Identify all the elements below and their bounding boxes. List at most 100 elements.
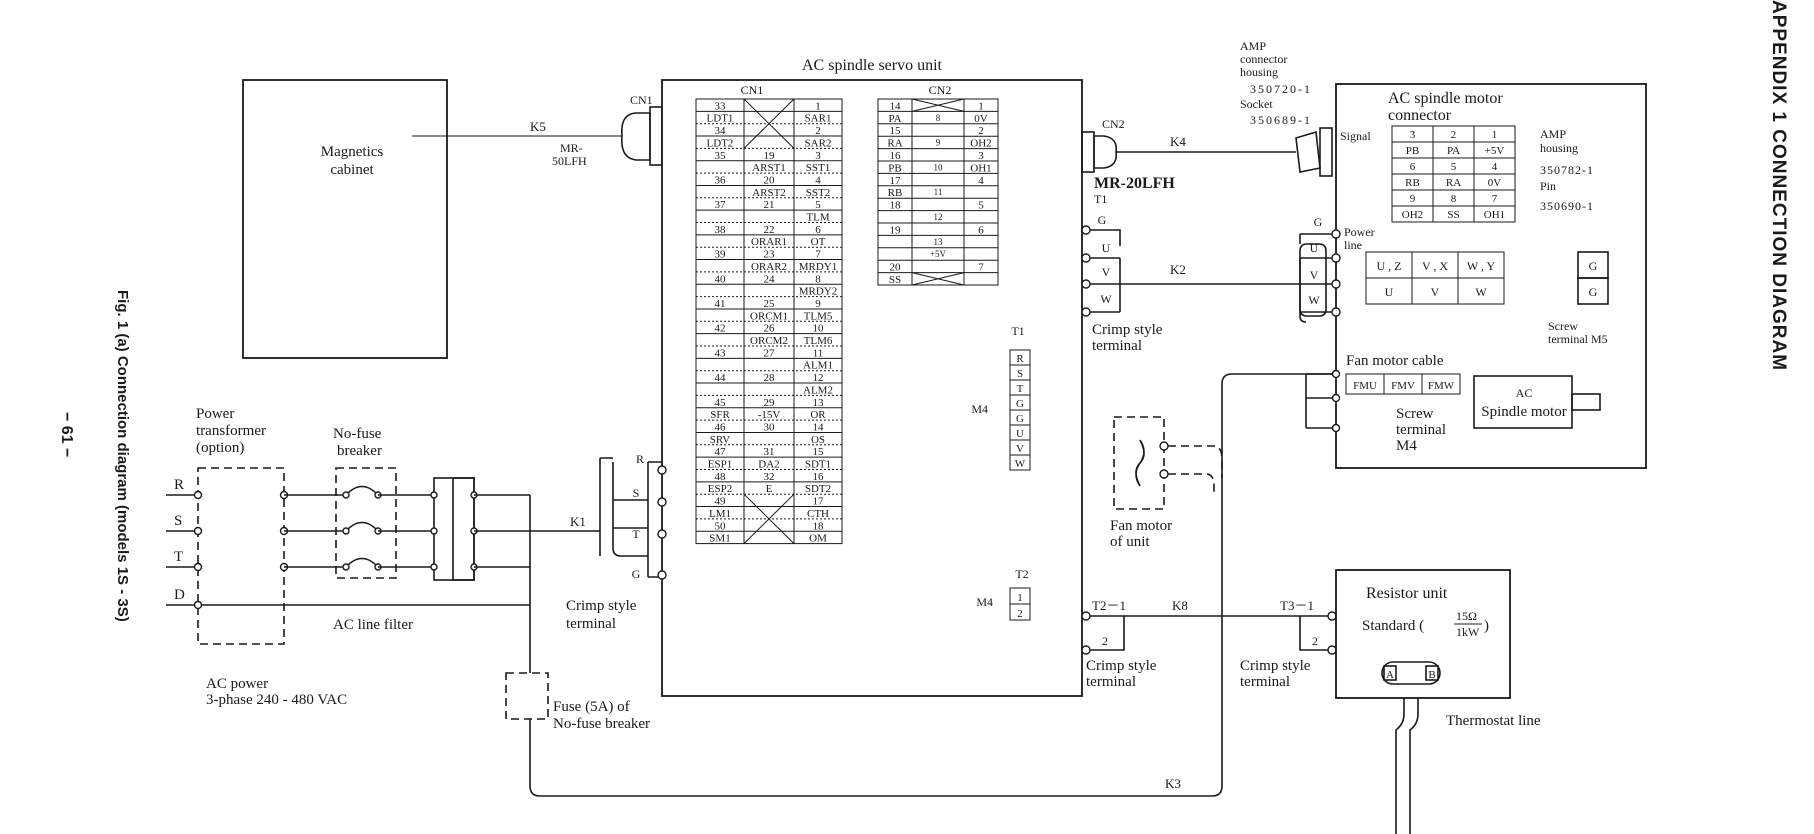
t2-strip-label: T2 [1015, 567, 1028, 581]
signal-pin: 1 [1492, 129, 1498, 141]
signal-pin: PB [1406, 145, 1419, 157]
cn1-pin-c: MRDY1 [799, 261, 838, 273]
cn2-pin-a: RB [888, 187, 903, 199]
signal-pin: 0V [1488, 177, 1502, 189]
cn1-pin-c: SST1 [806, 162, 830, 174]
screw-m5-label-1: Screw [1548, 319, 1578, 333]
cn2-pin-b: 8 [936, 113, 941, 123]
breaker-switches [284, 485, 434, 571]
cn2-pin-c: 7 [978, 262, 984, 274]
cn1-pin-a: 46 [715, 421, 727, 433]
cn2-pin-a: 20 [890, 262, 902, 274]
cn1-pin-b: ORCM1 [750, 310, 788, 322]
resistor-close: ) [1484, 618, 1489, 634]
cn1-pin-c: 15 [813, 446, 825, 458]
out-term-v: V [1102, 265, 1111, 279]
cn2-pin-a: 14 [890, 100, 902, 112]
cn2-pin-c: OH1 [970, 162, 991, 174]
signal-pin: OH2 [1402, 209, 1423, 221]
t1-terminal: G [1016, 398, 1024, 410]
cn1-pin-a: SFR [710, 409, 730, 421]
cn1-pin-b: 30 [764, 421, 776, 433]
magnetics-cabinet: Magnetics cabinet [242, 79, 448, 359]
cn1-pin-b: 21 [764, 199, 775, 211]
t2-terminal-strip: 12 [1009, 587, 1031, 621]
cn1-pin-c: MRDY2 [799, 286, 838, 298]
cn1-pin-c: SDT2 [805, 483, 831, 495]
cn1-plug-label: CN1 [630, 93, 653, 107]
cn1-pin-b: ORCM2 [750, 335, 788, 347]
cn1-pin-c: 11 [813, 347, 824, 359]
fan-motor-of-unit: Fan motor of unit [1110, 416, 1223, 550]
cn1-pin-a: 50 [715, 520, 727, 532]
motor-label-2: Spindle motor [1481, 404, 1566, 420]
t2-crimp-label-2: terminal [1086, 674, 1136, 690]
cn1-pin-c: TLM [806, 212, 829, 224]
cn1-pin-a: 34 [715, 125, 727, 137]
cn1-pin-b: 20 [764, 174, 776, 186]
cn2-pin-c: 0V [974, 113, 988, 125]
cn1-pin-c: 8 [815, 273, 821, 285]
breaker-label-1: No-fuse [333, 426, 382, 442]
cn1-plug [620, 106, 663, 166]
amp-connector-housing: AMP connector housing 350720-1 Socket 35… [1240, 39, 1333, 177]
motor-term-u: U [1310, 241, 1319, 255]
cn1-pin-c: 7 [815, 249, 821, 261]
g-bottom: G [1589, 285, 1598, 299]
thermal-resistor-wiring: T2－1 2 K8 T3－1 2 Crimp style terminal Cr… [1081, 598, 1337, 690]
pin-label: Pin [1540, 179, 1556, 193]
motor-term-g: G [1314, 215, 1323, 229]
cn1-pin-c: 10 [813, 323, 825, 335]
cn1-pin-c: 1 [815, 100, 821, 112]
cable-k2-label: K2 [1170, 262, 1186, 277]
cn2-pin-a: 18 [890, 200, 902, 212]
signal-pin: 4 [1492, 161, 1498, 173]
cn2-pin-a: 15 [890, 125, 902, 137]
cable-k5-label: K5 [530, 119, 546, 134]
cn1-pin-c: 3 [815, 150, 821, 162]
breaker-label-2: breaker [337, 443, 382, 459]
phase-t: T [174, 549, 183, 565]
cn1-pin-b: DA2 [758, 459, 779, 471]
cn1-pin-b: -15V [758, 409, 781, 421]
cn1-pin-a: 49 [715, 496, 727, 508]
t2-terminal: 2 [1017, 608, 1023, 620]
amp-label-3: housing [1240, 65, 1278, 79]
cn1-pin-c: CTH [807, 508, 829, 520]
cn2-pin-a: 17 [890, 175, 902, 187]
phase-s: S [174, 513, 182, 529]
cn2-pin-a: RA [887, 138, 902, 150]
transformer-label-1: Power [196, 406, 234, 422]
resistor-standard: Standard ( [1362, 618, 1424, 634]
cn1-pin-c: 6 [815, 224, 821, 236]
signal-pin: 2 [1451, 129, 1457, 141]
t2-2-label: 2 [1102, 634, 1108, 648]
motor-conn-title-2: connector [1388, 107, 1452, 124]
power-input: Power transformer (option) No-fuse break… [166, 406, 650, 786]
cn1-pin-c: SAR2 [805, 137, 832, 149]
pin-part: 350690-1 [1540, 199, 1594, 213]
power-pin-top: W , Y [1467, 259, 1496, 273]
cn2-pin-b: 13 [934, 237, 944, 247]
signal-pin: PA [1447, 145, 1460, 157]
amp-label-2: connector [1240, 52, 1287, 66]
cn1-pin-a: LDT2 [707, 137, 734, 149]
out-crimp-label-2: terminal [1092, 338, 1142, 354]
cn1-pin-b: 26 [764, 323, 776, 335]
cn1-pin-b: ARST2 [752, 187, 786, 199]
g-top: G [1589, 259, 1598, 273]
filter-label: AC line filter [333, 617, 413, 633]
power-pin-bottom: W [1475, 285, 1487, 299]
transformer-label-3: (option) [196, 440, 244, 456]
cn1-pin-c: 2 [815, 125, 821, 137]
t3-crimp-label-2: terminal [1240, 674, 1290, 690]
cn1-pin-b: 31 [764, 446, 775, 458]
magnetics-label-2: cabinet [330, 162, 374, 178]
cn1-pin-a: 35 [715, 150, 727, 162]
signal-pin: RA [1446, 177, 1461, 189]
signal-pin: 3 [1410, 129, 1416, 141]
